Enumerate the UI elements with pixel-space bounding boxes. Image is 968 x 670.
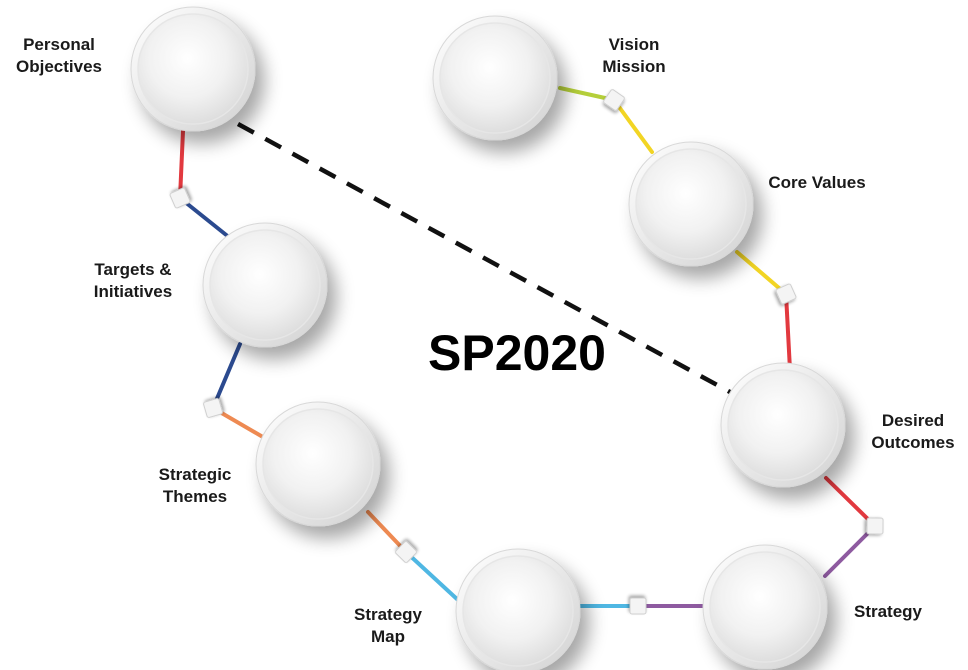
dashed-link-personal-to-outcomes — [236, 122, 732, 394]
connector-themes-targets-end — [211, 342, 242, 410]
connector-targets-personal-end — [178, 129, 185, 200]
label-strategy: Strategy — [838, 601, 938, 623]
label-targets-line: Targets & — [94, 260, 172, 279]
connector-node-strategy-map — [629, 597, 647, 615]
label-desired-outcomes-line: Outcomes — [871, 433, 955, 452]
connector-node-vision-core — [603, 89, 625, 111]
label-targets: Targets & Initiatives — [68, 259, 198, 303]
connector-desired-strategy-start — [824, 476, 877, 528]
disc-core-values — [628, 141, 754, 267]
connector-node-map-themes — [395, 541, 417, 563]
disc-vision — [432, 15, 558, 141]
connector-core-desired-start — [735, 250, 788, 296]
connector-vision-core-end — [612, 98, 654, 154]
label-core-values: Core Values — [762, 172, 872, 194]
diagram-title: SP2020 — [428, 325, 606, 381]
connector-targets-personal-start — [178, 196, 232, 240]
label-targets-line: Initiatives — [93, 282, 173, 301]
disc-personal-objectives — [130, 6, 256, 132]
label-strategic-themes-line: Strategic — [158, 465, 232, 484]
label-strategy-line: Strategy — [853, 602, 923, 621]
disc-strategic-themes — [255, 401, 381, 527]
connector-node-themes-targets — [203, 398, 223, 418]
label-strategy-map-line: Strategy — [353, 605, 423, 624]
label-strategy-map-line: Map — [371, 627, 405, 646]
label-vision-line: Vision — [608, 35, 660, 54]
connector-node-desired-strategy — [866, 517, 884, 535]
connector-map-themes-start — [404, 550, 460, 602]
label-personal-objectives-line: Objectives — [16, 57, 102, 76]
disc-strategy — [702, 544, 828, 670]
connector-core-desired-end — [784, 292, 792, 372]
label-strategic-themes-line: Themes — [162, 487, 228, 506]
label-core-values-line: Core Values — [768, 173, 866, 192]
connector-desired-strategy-end — [823, 524, 877, 578]
connector-map-themes-end — [366, 510, 408, 554]
connector-node-targets-personal — [169, 187, 191, 209]
disc-strategy-map — [455, 548, 581, 670]
connector-vision-core-start — [558, 86, 616, 102]
label-personal-objectives-line: Personal — [23, 35, 95, 54]
disc-desired-outcomes — [720, 362, 846, 488]
label-desired-outcomes-line: Desired — [881, 411, 945, 430]
disc-targets — [202, 222, 328, 348]
connector-node-core-desired — [775, 283, 797, 305]
label-vision-line: Mission — [602, 57, 666, 76]
